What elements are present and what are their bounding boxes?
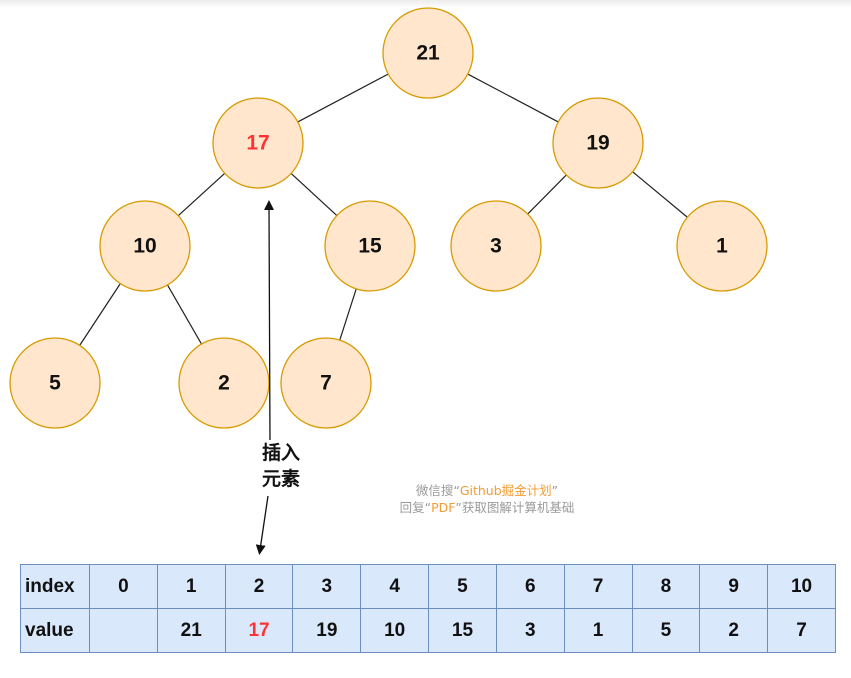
tree-node-circle <box>382 7 474 99</box>
tree-node-19: 19 <box>552 97 644 189</box>
tree-node-17: 17 <box>212 97 304 189</box>
value-cell-index-0 <box>89 608 158 653</box>
insert-element-label: 插入 元素 <box>262 440 314 492</box>
insert-arrow-up <box>264 200 275 445</box>
tree-node-circle <box>99 200 191 292</box>
tree-node-circle <box>212 97 304 189</box>
tree-node-label: 21 <box>416 42 440 65</box>
tree-edges <box>79 73 688 346</box>
insert-label-line2: 元素 <box>262 468 301 490</box>
tree-node-circle <box>280 337 372 429</box>
tree-node-3: 3 <box>450 200 542 292</box>
tree-edge-21-19 <box>467 73 559 123</box>
tree-node-label: 7 <box>320 372 332 395</box>
tree-node-circle <box>9 337 101 429</box>
tree-edge-17-15 <box>290 173 338 216</box>
tree-node-circle <box>178 337 270 429</box>
watermark-line1-highlight: Github掘金计划 <box>459 483 552 498</box>
watermark-line2-prefix: 回复“ <box>399 500 432 515</box>
watermark-line1: 微信搜“Github掘金计划” <box>372 482 602 499</box>
tree-edge-21-17 <box>297 73 389 123</box>
index-cell-10: 10 <box>767 564 836 609</box>
tree-node-label: 5 <box>49 372 61 395</box>
tree-node-circle <box>450 200 542 292</box>
value-cell-index-4: 10 <box>360 608 430 653</box>
tree-node-label: 3 <box>490 235 502 258</box>
value-cell-index-3: 19 <box>292 608 362 653</box>
tree-node-2: 2 <box>178 337 270 429</box>
index-cell-2: 2 <box>224 564 294 609</box>
value-cell-index-2: 17 <box>224 608 294 653</box>
index-cell-6: 6 <box>495 564 565 609</box>
tree-node-label: 15 <box>358 235 382 258</box>
index-cell-1: 1 <box>156 564 226 609</box>
tree-node-1: 1 <box>676 200 768 292</box>
top-shadow <box>0 0 851 8</box>
index-cell-9: 9 <box>699 564 769 609</box>
value-cell-index-8: 5 <box>631 608 701 653</box>
tree-node-circle <box>676 200 768 292</box>
value-cell-index-10: 7 <box>767 608 836 653</box>
tree-node-circle <box>552 97 644 189</box>
index-cell-5: 5 <box>428 564 497 609</box>
tree-edge-10-2 <box>166 284 203 345</box>
value-cell-index-1: 21 <box>156 608 226 653</box>
value-cell-index-5: 15 <box>428 608 497 653</box>
tree-node-10: 10 <box>99 200 191 292</box>
tree-node-15: 15 <box>324 200 416 292</box>
tree-node-label: 1 <box>716 235 728 258</box>
tree-edge-19-3 <box>527 174 567 215</box>
insert-arrow-down <box>255 495 269 555</box>
tree-node-circle <box>324 200 416 292</box>
watermark: 微信搜“Github掘金计划” 回复“PDF”获取图解计算机基础 <box>372 482 602 516</box>
watermark-line1-suffix: ” <box>551 483 559 498</box>
tree-node-label: 10 <box>133 235 156 258</box>
value-cell-index-6: 3 <box>495 608 565 653</box>
tree-node-21: 21 <box>382 7 474 99</box>
watermark-line2: 回复“PDF”获取图解计算机基础 <box>372 499 602 516</box>
index-cell-0: 0 <box>89 564 158 609</box>
watermark-line2-suffix: ”获取图解计算机基础 <box>455 500 575 515</box>
index-row-header: index <box>20 564 90 609</box>
tree-edge-15-7 <box>339 288 357 341</box>
tree-node-label: 2 <box>218 372 230 395</box>
value-cell-index-7: 1 <box>563 608 633 653</box>
index-cell-7: 7 <box>563 564 633 609</box>
watermark-line1-prefix: 微信搜“ <box>415 483 460 498</box>
tree-edge-17-10 <box>177 172 226 217</box>
tree-node-label: 17 <box>246 132 269 155</box>
insert-label-line1: 插入 <box>262 442 301 464</box>
value-cell-index-9: 2 <box>699 608 769 653</box>
index-cell-3: 3 <box>292 564 362 609</box>
index-cell-8: 8 <box>631 564 701 609</box>
watermark-line2-highlight: PDF <box>431 500 456 515</box>
tree-edge-19-1 <box>632 171 688 218</box>
tree-node-5: 5 <box>9 337 101 429</box>
tree-node-label: 19 <box>586 132 609 155</box>
tree-edge-10-5 <box>79 283 121 346</box>
value-row-header: value <box>20 608 90 653</box>
index-cell-4: 4 <box>360 564 430 609</box>
tree-node-7: 7 <box>280 337 372 429</box>
